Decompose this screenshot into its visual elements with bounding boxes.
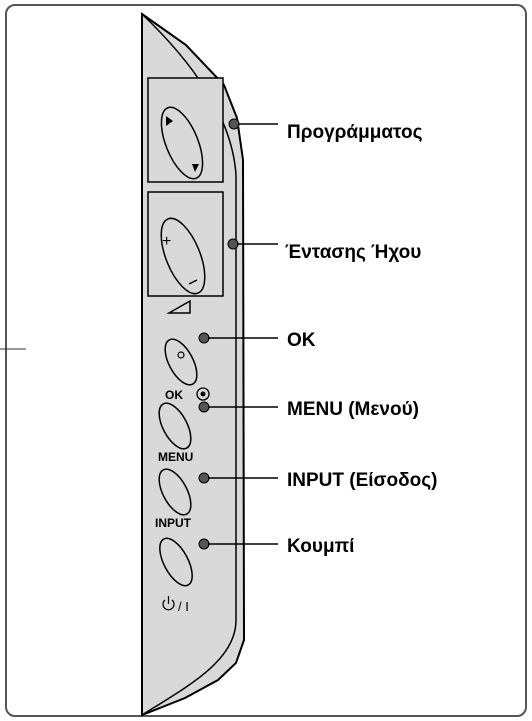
program-up-arrow-icon: [166, 116, 173, 126]
input-callout: INPUT (Είσοδος): [287, 470, 438, 491]
ok-callout-dot: [198, 332, 210, 344]
power-icon: [162, 596, 175, 611]
input-label: INPUT: [155, 516, 192, 530]
menu-callout-dot: [198, 401, 210, 413]
menu-label: MENU: [158, 450, 193, 464]
panel-bevel-line: [141, 13, 237, 716]
programme-rocker-button[interactable]: [153, 102, 211, 184]
menu-button[interactable]: [153, 398, 198, 453]
volume-minus-icon: [188, 279, 198, 285]
target-circle-dot: [200, 391, 206, 397]
power-button[interactable]: [153, 533, 199, 590]
volume-callout: Έντασης Ήχου: [285, 242, 421, 263]
program-down-arrow-icon: [192, 164, 199, 172]
power-callout-dot: [198, 538, 210, 550]
outer-frame: [5, 4, 527, 717]
target-circle-icon: [196, 387, 210, 401]
menu-callout: MENU (Μενού): [287, 399, 419, 420]
programme-callout-dot: [228, 118, 240, 130]
ok-callout: OK: [287, 330, 316, 351]
ok-button[interactable]: [159, 334, 204, 389]
ok-button-dot-icon: [177, 351, 185, 359]
input-button[interactable]: [153, 464, 198, 519]
power-label: / I: [178, 599, 189, 614]
volume-rocker-button[interactable]: [152, 213, 213, 300]
volume-callout-dot: [227, 238, 239, 250]
programme-callout: Προγράμματος: [287, 122, 423, 143]
volume-plus-icon: +: [162, 233, 171, 250]
input-callout-dot: [198, 472, 210, 484]
ok-label: OK: [165, 388, 183, 402]
volume-triangle-icon: [166, 299, 191, 314]
power-callout: Κουμπί: [287, 536, 354, 557]
